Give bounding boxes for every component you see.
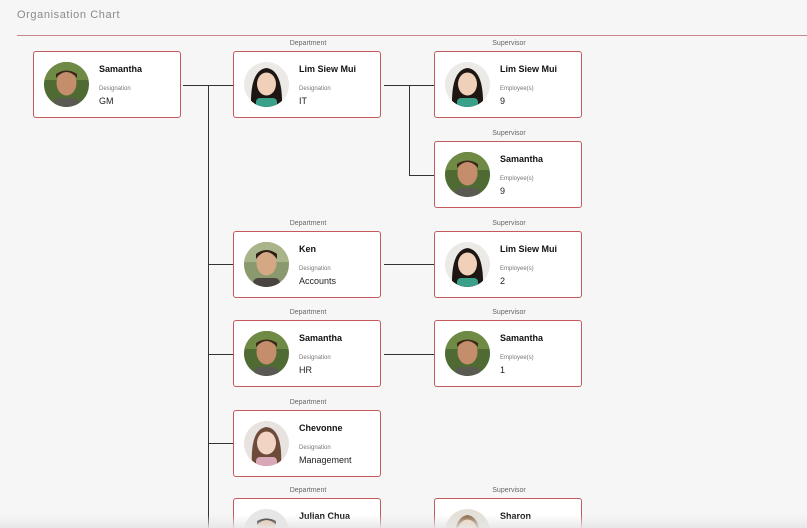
connector-dept-hr <box>208 354 233 355</box>
field-value: GM <box>99 96 114 106</box>
field-value: IT <box>299 96 307 106</box>
male-avatar-icon <box>244 331 289 376</box>
field-label: Employee(s) <box>500 86 534 92</box>
field-value: HR <box>299 365 312 375</box>
connector-dept-management <box>208 443 233 444</box>
person-name: Lim Siew Mui <box>500 244 558 254</box>
page-title: Organisation Chart <box>17 9 121 21</box>
field-label: Designation <box>99 86 131 92</box>
field-value: 2 <box>500 276 506 286</box>
department-caption: Department <box>289 309 327 316</box>
connector-root-trunk <box>208 85 209 528</box>
org-card-department[interactable]: Lim Siew Mui Designation IT <box>233 51 381 118</box>
connector-it-sup2 <box>409 175 434 176</box>
field-value: 9 <box>500 96 506 106</box>
person-name: Lim Siew Mui <box>299 64 357 74</box>
org-card-supervisor[interactable]: Lim Siew Mui Employee(s) 9 <box>434 51 582 118</box>
title-divider <box>17 35 807 36</box>
field-label: Employee(s) <box>500 266 534 272</box>
connector-root-out <box>183 85 209 86</box>
department-caption: Department <box>289 40 327 47</box>
connector-dept-it <box>208 85 233 86</box>
connector-hr-sup <box>384 354 434 355</box>
field-label: Designation <box>299 266 331 272</box>
supervisor-caption: Supervisor <box>492 220 526 227</box>
bottom-fade <box>0 515 807 528</box>
org-card-department[interactable]: Ken Designation Accounts <box>233 231 381 298</box>
field-value: Management <box>299 455 352 465</box>
connector-dept-accounts <box>208 264 233 265</box>
connector-it-sup1 <box>409 85 434 86</box>
female-avatar-icon <box>445 62 490 107</box>
supervisor-caption: Supervisor <box>492 309 526 316</box>
org-card-supervisor[interactable]: Lim Siew Mui Employee(s) 2 <box>434 231 582 298</box>
org-card-root[interactable]: Samantha Designation GM <box>33 51 181 118</box>
connector-it-trunk <box>409 85 410 176</box>
female-avatar-icon <box>244 62 289 107</box>
field-label: Employee(s) <box>500 355 534 361</box>
org-card-supervisor[interactable]: Samantha Employee(s) 1 <box>434 320 582 387</box>
org-card-department[interactable]: Samantha Designation HR <box>233 320 381 387</box>
male-avatar-icon <box>445 331 490 376</box>
org-card-supervisor[interactable]: Samantha Employee(s) 9 <box>434 141 582 208</box>
department-caption: Department <box>289 220 327 227</box>
person-name: Samantha <box>299 333 343 343</box>
person-name: Samantha <box>99 64 143 74</box>
person-name: Lim Siew Mui <box>500 64 558 74</box>
field-value: Accounts <box>299 276 337 286</box>
supervisor-caption: Supervisor <box>492 130 526 137</box>
connector-accounts-sup <box>384 264 434 265</box>
supervisor-caption: Supervisor <box>492 40 526 47</box>
male-avatar-icon <box>44 62 89 107</box>
field-value: 9 <box>500 186 506 196</box>
field-label: Employee(s) <box>500 176 534 182</box>
department-caption: Department <box>289 487 327 494</box>
person-name: Samantha <box>500 154 544 164</box>
male-avatar-icon <box>244 242 289 287</box>
supervisor-caption: Supervisor <box>492 487 526 494</box>
field-label: Designation <box>299 355 331 361</box>
female-avatar-icon <box>244 421 289 466</box>
connector-it-out <box>384 85 410 86</box>
field-label: Designation <box>299 86 331 92</box>
field-value: 1 <box>500 365 506 375</box>
person-name: Samantha <box>500 333 544 343</box>
female-avatar-icon <box>445 242 490 287</box>
department-caption: Department <box>289 399 327 406</box>
person-name: Chevonne <box>299 423 343 433</box>
male-avatar-icon <box>445 152 490 197</box>
field-label: Designation <box>299 445 331 451</box>
org-card-department[interactable]: Chevonne Designation Management <box>233 410 381 477</box>
person-name: Ken <box>299 244 317 254</box>
